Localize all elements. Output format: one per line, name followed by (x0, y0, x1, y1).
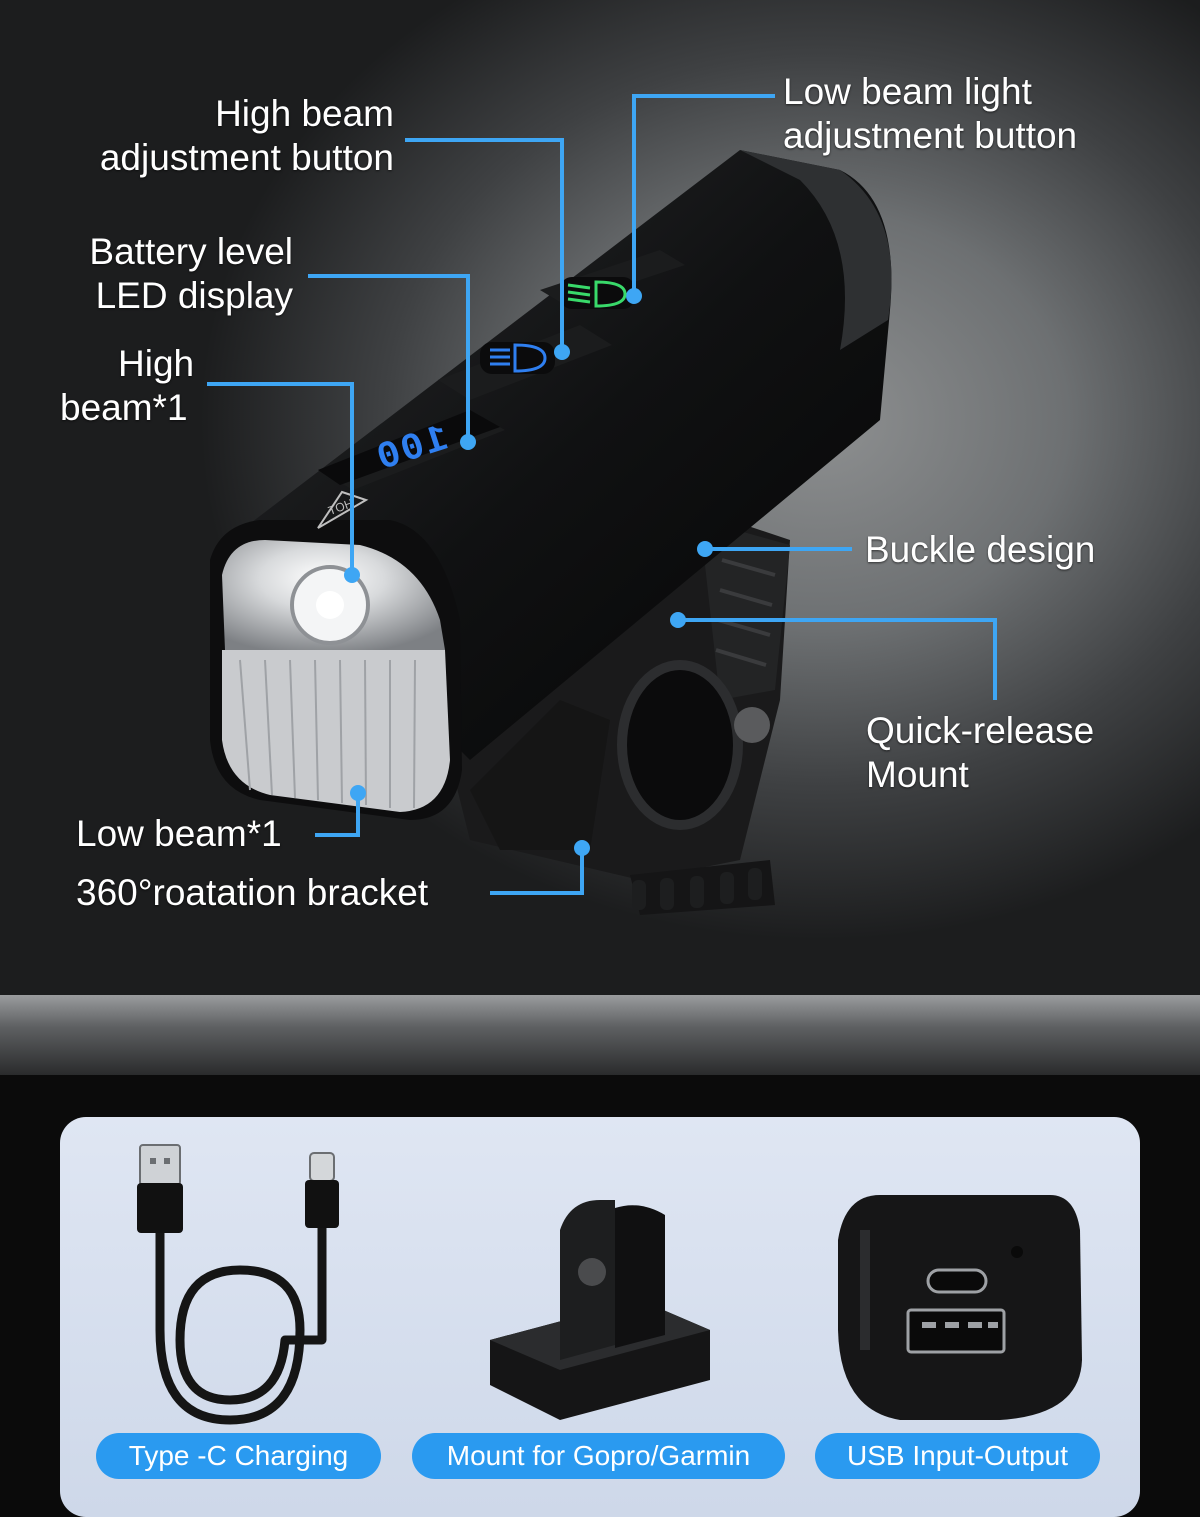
shelf-edge (0, 995, 1200, 1075)
high-beam-icon (490, 343, 547, 373)
low-beam-icon (567, 280, 627, 308)
label-low-beam-button: Low beam light adjustment button (783, 71, 1078, 156)
light-body (210, 150, 892, 820)
label-battery-display: Battery level LED display (89, 231, 293, 316)
callout-quick-release (678, 618, 997, 700)
callout-lines (207, 94, 997, 895)
callout-low-beam-button (632, 94, 775, 296)
callout-battery-display (308, 274, 470, 442)
callout-high-beam-button (405, 138, 564, 352)
label-bracket: 360°roatation bracket (76, 872, 429, 913)
label-low-beam: Low beam*1 (76, 813, 282, 854)
quick-release-mount (450, 510, 790, 915)
product-photo-area (0, 0, 1200, 1075)
label-quick-release: Quick-release Mount (866, 710, 1095, 795)
pill-gopro-mount: Mount for Gopro/Garmin (412, 1433, 785, 1479)
callout-high-beam (207, 382, 354, 575)
label-high-beam: High beam*1 (60, 343, 195, 428)
label-high-beam-button: High beam adjustment button (99, 93, 394, 178)
callout-bracket (490, 848, 584, 895)
pill-type-c-charging: Type -C Charging (96, 1433, 381, 1479)
label-buckle-design: Buckle design (865, 529, 1096, 570)
bike-light-illustration (210, 150, 892, 915)
callout-low-beam (315, 793, 360, 837)
pill-usb-input-output: USB Input-Output (815, 1433, 1100, 1479)
